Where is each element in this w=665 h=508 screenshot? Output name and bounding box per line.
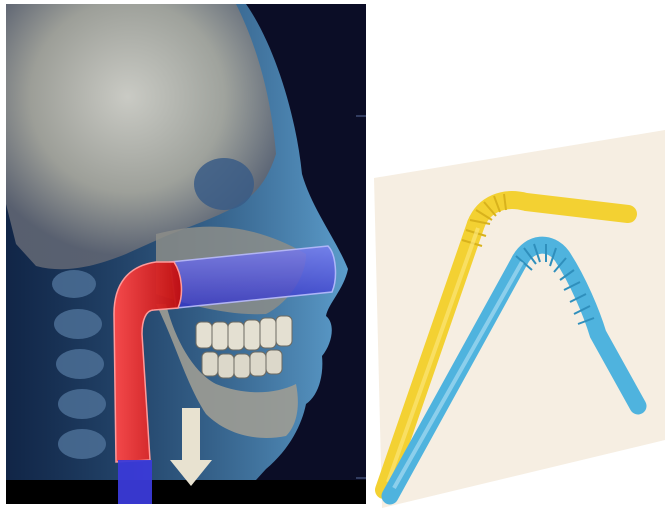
skull-ct-panel	[6, 4, 366, 504]
bendy-straws-photo	[366, 110, 665, 508]
lower-teeth	[202, 350, 282, 378]
skull-ct-scan-image	[6, 4, 366, 504]
eye-socket	[194, 158, 254, 210]
bendy-straws-panel	[366, 110, 665, 508]
lower-airway-overlay	[118, 460, 152, 504]
